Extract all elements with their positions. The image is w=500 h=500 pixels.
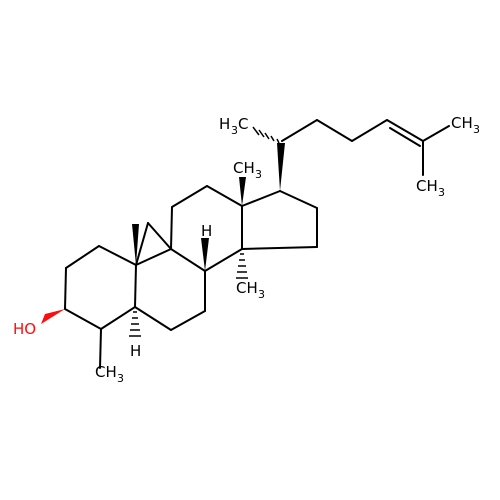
methyl-label-c13: CH 3 [233,159,262,181]
bond [389,127,421,147]
hashed-bond [129,311,141,337]
methyl-label-c14: CH 3 [236,279,265,301]
methyl-label-c4: CH 3 [95,363,124,385]
svg-text:CH: CH [233,159,255,177]
hydroxyl-wedge-bond [41,309,65,324]
stereo-bonds [41,126,285,337]
bond [204,248,243,272]
svg-text:CH: CH [416,177,438,195]
wedge-bond [132,224,139,265]
hydrogen-label-c5: H [130,342,141,360]
methyl-label-c25-bottom: CH 3 [416,177,445,199]
bond [170,206,173,250]
bond [134,306,172,331]
svg-text:CH: CH [236,279,258,297]
svg-text:3: 3 [258,288,265,301]
bond [170,248,206,272]
bond [99,328,102,369]
wedge-bond [277,143,285,191]
bond [64,267,67,310]
bond [206,185,243,207]
svg-text:CH: CH [95,363,117,381]
bond [279,190,318,209]
bond [147,222,172,250]
bond [171,185,208,208]
svg-text:C: C [238,115,248,133]
bond [351,119,388,142]
bond [386,119,424,142]
hydrogen-label-c8: H [201,222,212,240]
hashed-bond [252,126,280,144]
atom-labels: CH 3 CH 3 CH 3 H 3 C CH 3 CH 3 HO H H [13,114,480,385]
bond [422,125,450,142]
hashed-bond [236,253,248,279]
bond [135,248,172,266]
svg-text:CH: CH [451,114,473,132]
bond [64,308,102,330]
bond [65,245,100,269]
bond [134,264,137,308]
svg-text:3: 3 [117,372,124,385]
bonds [64,119,450,369]
bond [281,119,318,142]
bond [241,190,281,207]
hydroxyl-label: HO [13,320,36,338]
bond [316,119,353,142]
bond [135,222,149,266]
wedge-bond [239,177,246,206]
bond [170,310,206,331]
svg-text:3: 3 [255,168,262,181]
svg-text:3: 3 [438,186,445,199]
svg-text:3: 3 [473,123,480,136]
svg-text:3: 3 [231,124,238,137]
bond [100,306,136,330]
bond [241,246,318,250]
methyl-label-c25-top: CH 3 [451,114,480,136]
methyl-label-c20: H 3 C [219,115,248,137]
wedge-bond [201,238,209,271]
bond [98,245,137,266]
svg-text:H: H [219,115,230,133]
